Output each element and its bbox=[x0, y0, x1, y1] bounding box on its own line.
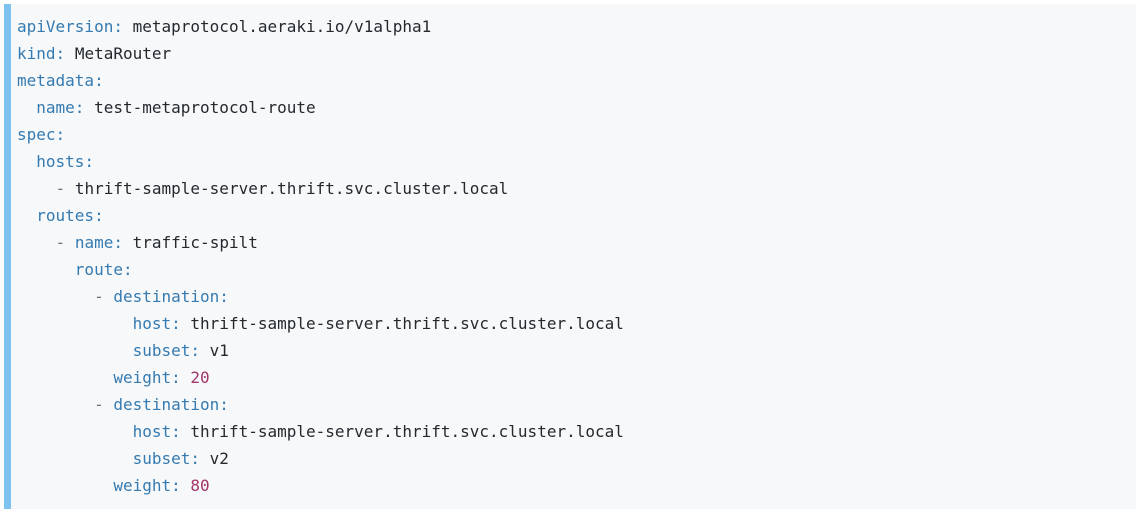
code-token-plain bbox=[17, 179, 56, 198]
code-token-plain bbox=[17, 206, 36, 225]
code-line: name: test-metaprotocol-route bbox=[17, 94, 1126, 121]
code-token-plain bbox=[17, 152, 36, 171]
code-token-num: 80 bbox=[190, 476, 210, 495]
code-token-key: apiVersion: bbox=[17, 17, 123, 36]
code-token-key: subset: bbox=[132, 449, 201, 468]
code-token-plain bbox=[17, 476, 113, 495]
code-token-key: spec: bbox=[17, 125, 66, 144]
code-token-plain bbox=[65, 179, 75, 198]
code-token-key: subset: bbox=[132, 341, 201, 360]
code-token-plain bbox=[17, 341, 133, 360]
code-token-key: host: bbox=[132, 314, 181, 333]
code-token-plain bbox=[17, 314, 133, 333]
code-line: weight: 80 bbox=[17, 472, 1126, 499]
code-line: - thrift-sample-server.thrift.svc.cluste… bbox=[17, 175, 1126, 202]
code-token-plain bbox=[17, 368, 113, 387]
code-token-key: metadata: bbox=[17, 71, 104, 90]
code-token-val: MetaRouter bbox=[74, 44, 172, 63]
code-line: - destination: bbox=[17, 283, 1126, 310]
code-token-plain bbox=[65, 44, 75, 63]
code-line: hosts: bbox=[17, 148, 1126, 175]
code-token-plain bbox=[84, 98, 94, 117]
code-line: kind: MetaRouter bbox=[17, 40, 1126, 67]
code-token-plain bbox=[181, 476, 191, 495]
code-token-plain bbox=[123, 17, 133, 36]
code-token-plain bbox=[181, 368, 191, 387]
code-token-key: routes: bbox=[36, 206, 104, 225]
code-token-val: v2 bbox=[209, 449, 229, 468]
yaml-code: apiVersion: metaprotocol.aeraki.io/v1alp… bbox=[11, 4, 1136, 509]
code-token-val: traffic-spilt bbox=[132, 233, 258, 252]
code-token-plain bbox=[17, 395, 94, 414]
code-token-plain bbox=[123, 233, 133, 252]
code-token-key: destination: bbox=[113, 287, 229, 306]
code-token-key: kind: bbox=[17, 44, 66, 63]
code-accent-bar bbox=[4, 4, 11, 509]
code-token-key: weight: bbox=[113, 368, 181, 387]
code-token-key: weight: bbox=[113, 476, 181, 495]
code-token-key: route: bbox=[74, 260, 133, 279]
code-line: subset: v1 bbox=[17, 337, 1126, 364]
code-token-plain bbox=[104, 395, 114, 414]
yaml-code-block: apiVersion: metaprotocol.aeraki.io/v1alp… bbox=[4, 4, 1136, 509]
code-token-key: name: bbox=[36, 98, 85, 117]
code-token-dash: - bbox=[55, 179, 66, 198]
code-line: metadata: bbox=[17, 67, 1126, 94]
code-token-plain bbox=[17, 233, 56, 252]
code-line: subset: v2 bbox=[17, 445, 1126, 472]
code-token-dash: - bbox=[55, 233, 66, 252]
code-token-dash: - bbox=[94, 395, 104, 414]
code-token-val: thrift-sample-server.thrift.svc.cluster.… bbox=[190, 314, 624, 333]
code-line: host: thrift-sample-server.thrift.svc.cl… bbox=[17, 310, 1126, 337]
code-token-key: host: bbox=[132, 422, 181, 441]
code-token-plain bbox=[17, 260, 75, 279]
code-token-val: v1 bbox=[209, 341, 229, 360]
code-token-plain bbox=[104, 287, 114, 306]
code-line: routes: bbox=[17, 202, 1126, 229]
code-token-val: metaprotocol.aeraki.io/v1alpha1 bbox=[132, 17, 432, 36]
code-token-plain bbox=[200, 341, 210, 360]
code-line: route: bbox=[17, 256, 1126, 283]
code-line: apiVersion: metaprotocol.aeraki.io/v1alp… bbox=[17, 13, 1126, 40]
code-line: host: thrift-sample-server.thrift.svc.cl… bbox=[17, 418, 1126, 445]
code-token-key: hosts: bbox=[36, 152, 95, 171]
code-token-plain bbox=[200, 449, 210, 468]
code-token-num: 20 bbox=[190, 368, 210, 387]
code-token-plain bbox=[17, 287, 94, 306]
code-token-val: thrift-sample-server.thrift.svc.cluster.… bbox=[74, 179, 509, 198]
code-token-val: thrift-sample-server.thrift.svc.cluster.… bbox=[190, 422, 624, 441]
code-line: spec: bbox=[17, 121, 1126, 148]
code-token-val: test-metaprotocol-route bbox=[94, 98, 316, 117]
code-token-plain bbox=[181, 314, 191, 333]
code-token-dash: - bbox=[94, 287, 104, 306]
code-line: - destination: bbox=[17, 391, 1126, 418]
code-token-plain bbox=[181, 422, 191, 441]
code-token-key: name: bbox=[74, 233, 123, 252]
code-line: weight: 20 bbox=[17, 364, 1126, 391]
code-token-key: destination: bbox=[113, 395, 229, 414]
code-token-plain bbox=[17, 422, 133, 441]
code-line: - name: traffic-spilt bbox=[17, 229, 1126, 256]
code-token-plain bbox=[17, 98, 36, 117]
code-token-plain bbox=[17, 449, 133, 468]
code-token-plain bbox=[65, 233, 75, 252]
